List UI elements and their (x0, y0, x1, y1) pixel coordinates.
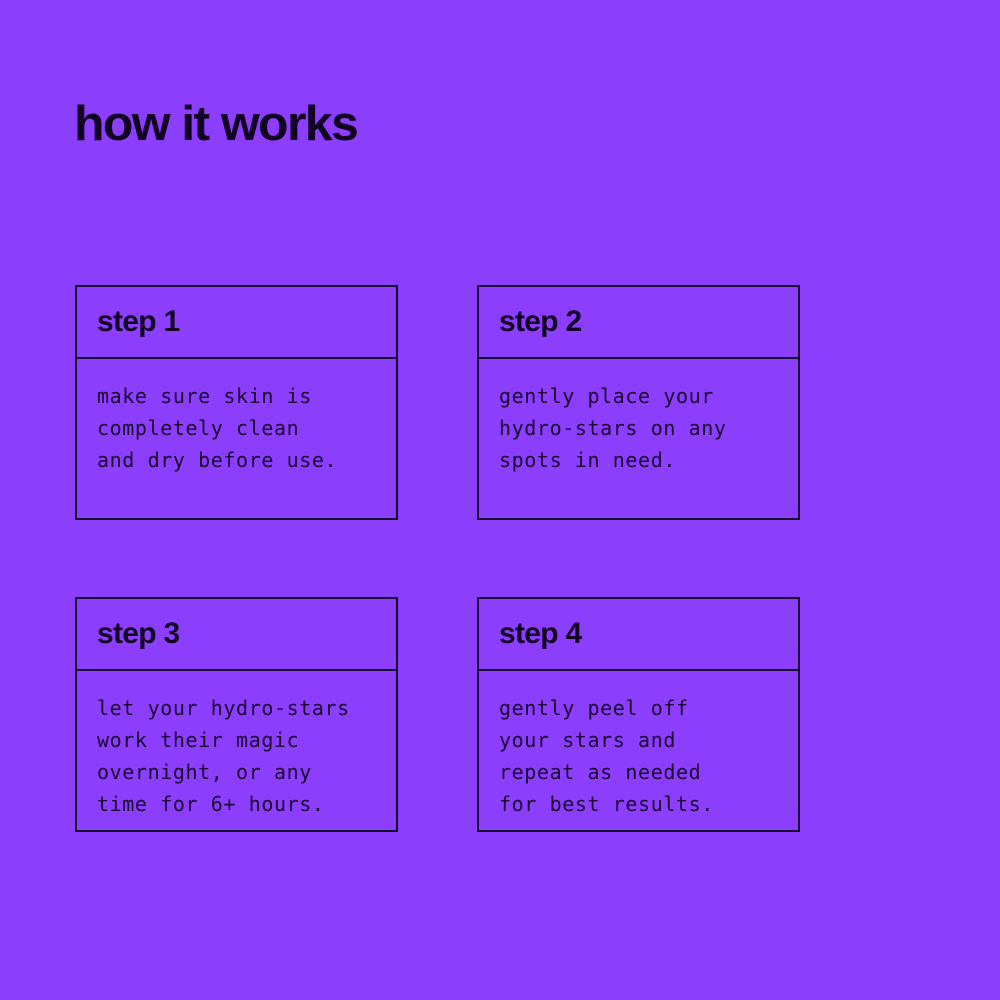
step-card-3-body: let your hydro-stars work their magic ov… (77, 671, 396, 830)
step-card-2-label: step 2 (499, 305, 582, 338)
step-card-4: step 4 gently peel off your stars and re… (477, 597, 800, 832)
step-card-1: step 1 make sure skin is completely clea… (75, 285, 398, 520)
step-card-4-body: gently peel off your stars and repeat as… (479, 671, 798, 830)
step-card-3-header: step 3 (77, 599, 396, 671)
step-card-1-text: make sure skin is completely clean and d… (97, 384, 338, 472)
step-card-2: step 2 gently place your hydro-stars on … (477, 285, 800, 520)
step-card-4-label: step 4 (499, 617, 582, 650)
step-card-2-text: gently place your hydro-stars on any spo… (499, 384, 727, 472)
step-card-1-header: step 1 (77, 287, 396, 359)
step-card-2-header: step 2 (479, 287, 798, 359)
step-card-4-text: gently peel off your stars and repeat as… (499, 696, 714, 816)
step-card-3: step 3 let your hydro-stars work their m… (75, 597, 398, 832)
step-card-4-header: step 4 (479, 599, 798, 671)
step-card-1-body: make sure skin is completely clean and d… (77, 359, 396, 518)
step-card-3-text: let your hydro-stars work their magic ov… (97, 696, 350, 816)
step-card-3-label: step 3 (97, 617, 180, 650)
page-title: how it works (74, 97, 359, 151)
step-card-1-label: step 1 (97, 305, 180, 338)
step-card-2-body: gently place your hydro-stars on any spo… (479, 359, 798, 518)
